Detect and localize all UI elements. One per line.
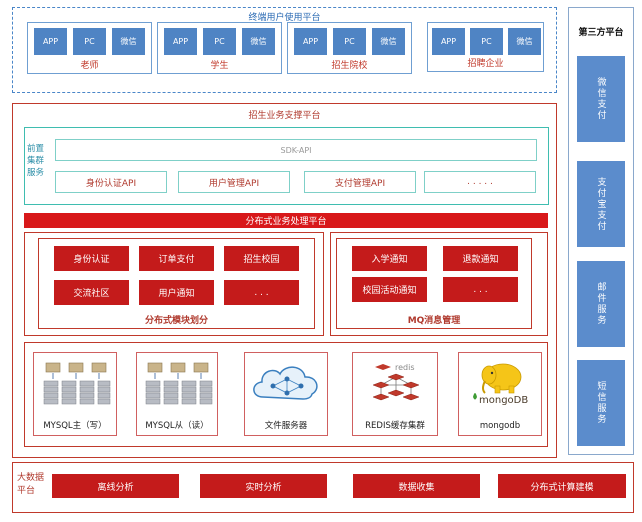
terminal-group-enterprise: APP PC 微信 招聘企业 (427, 22, 544, 72)
storage-caption: MYSQL主（写） (43, 421, 107, 431)
terminal-group-name: 招聘企业 (467, 59, 504, 69)
mongodb-logo-text: mongoDB (479, 395, 528, 406)
terminal-group-student: APP PC 微信 学生 (157, 22, 282, 74)
mq-more: . . . (443, 277, 518, 302)
user-api-box: 用户管理API (178, 171, 290, 193)
mq-enroll-notice: 入学通知 (352, 246, 427, 271)
mq-box (336, 238, 532, 329)
alipay-box: 支付宝支付 (577, 161, 625, 247)
mongodb-elephant-icon: mongoDB (473, 363, 528, 406)
third-party-platform: 第三方平台 微信支付 支付宝支付 邮件服务 短信服务 (568, 7, 634, 455)
wechat-box: 微信 (242, 28, 275, 55)
processing-bar: 分布式业务处理平台 (24, 213, 548, 228)
modules-box (38, 238, 315, 329)
wechat-pay-box: 微信支付 (577, 56, 625, 142)
wechat-box: 微信 (508, 28, 541, 55)
terminal-group-teacher: APP PC 微信 老师 (27, 22, 152, 74)
mq-refund-notice: 退款通知 (443, 246, 518, 271)
module-notify: 用户通知 (139, 280, 214, 305)
storage-caption: MYSQL从（读） (145, 421, 209, 431)
bigdata-label: 大数据平台 (17, 473, 45, 496)
auth-api-box: 身份认证API (55, 171, 167, 193)
distributed-modeling-box: 分布式计算建模 (498, 474, 626, 498)
email-service-box: 邮件服务 (577, 261, 625, 347)
more-api-box: . . . . . (424, 171, 536, 193)
module-campus: 招生校园 (224, 246, 299, 271)
mongodb-box: mongoDB mongodb (458, 352, 542, 436)
realtime-analysis-box: 实时分析 (200, 474, 327, 498)
database-servers-icon (145, 362, 213, 405)
redis-cluster-box: redis REDIS缓存集群 (352, 352, 438, 436)
wechat-box: 微信 (372, 28, 405, 55)
business-platform: 招生业务支撑平台 (12, 103, 557, 458)
storage-caption: 文件服务器 (264, 421, 308, 431)
file-server-box: 文件服务器 (244, 352, 328, 436)
sdk-api-box: SDK-API (55, 139, 537, 161)
terminal-platform-title: 终端用户使用平台 (248, 13, 321, 23)
cloud-network-icon (253, 366, 318, 400)
terminal-group-name: 老师 (80, 61, 99, 71)
redis-cluster-icon: redis (372, 363, 420, 401)
app-box: APP (34, 28, 67, 55)
module-auth: 身份认证 (54, 246, 129, 271)
terminal-group-name: 招生院校 (331, 61, 368, 71)
mysql-master-box: MYSQL主（写） (33, 352, 117, 436)
data-collection-box: 数据收集 (353, 474, 480, 498)
app-box: APP (294, 28, 327, 55)
terminal-group-college: APP PC 微信 招生院校 (287, 22, 412, 74)
bigdata-platform (12, 462, 634, 513)
pc-box: PC (333, 28, 366, 55)
wechat-box: 微信 (112, 28, 145, 55)
sms-service-box: 短信服务 (577, 360, 625, 446)
database-servers-icon (43, 362, 111, 405)
modules-area (24, 232, 324, 336)
mq-caption: MQ消息管理 (407, 316, 461, 326)
front-cluster-label: 前置集群服务 (27, 144, 45, 178)
redis-logo-text: redis (395, 363, 415, 372)
mq-area (330, 232, 548, 336)
pay-api-box: 支付管理API (304, 171, 416, 193)
terminal-group-name: 学生 (210, 61, 229, 71)
storage-area (24, 342, 548, 447)
storage-caption: mongodb (479, 421, 521, 431)
offline-analysis-box: 离线分析 (52, 474, 179, 498)
pc-box: PC (470, 28, 503, 55)
terminal-platform: 终端用户使用平台 (12, 7, 557, 93)
mysql-slave-box: MYSQL从（读） (136, 352, 218, 436)
modules-caption: 分布式模块划分 (144, 316, 208, 326)
module-more: . . . (224, 280, 299, 305)
pc-box: PC (203, 28, 236, 55)
storage-caption: REDIS缓存集群 (365, 421, 425, 431)
front-cluster (24, 127, 549, 205)
mq-activity-notice: 校园活动通知 (352, 277, 427, 302)
module-order-pay: 订单支付 (139, 246, 214, 271)
business-platform-title: 招生业务支撑平台 (248, 111, 321, 121)
third-party-title: 第三方平台 (578, 28, 624, 38)
pc-box: PC (73, 28, 106, 55)
module-community: 交流社区 (54, 280, 129, 305)
app-box: APP (432, 28, 465, 55)
app-box: APP (164, 28, 197, 55)
